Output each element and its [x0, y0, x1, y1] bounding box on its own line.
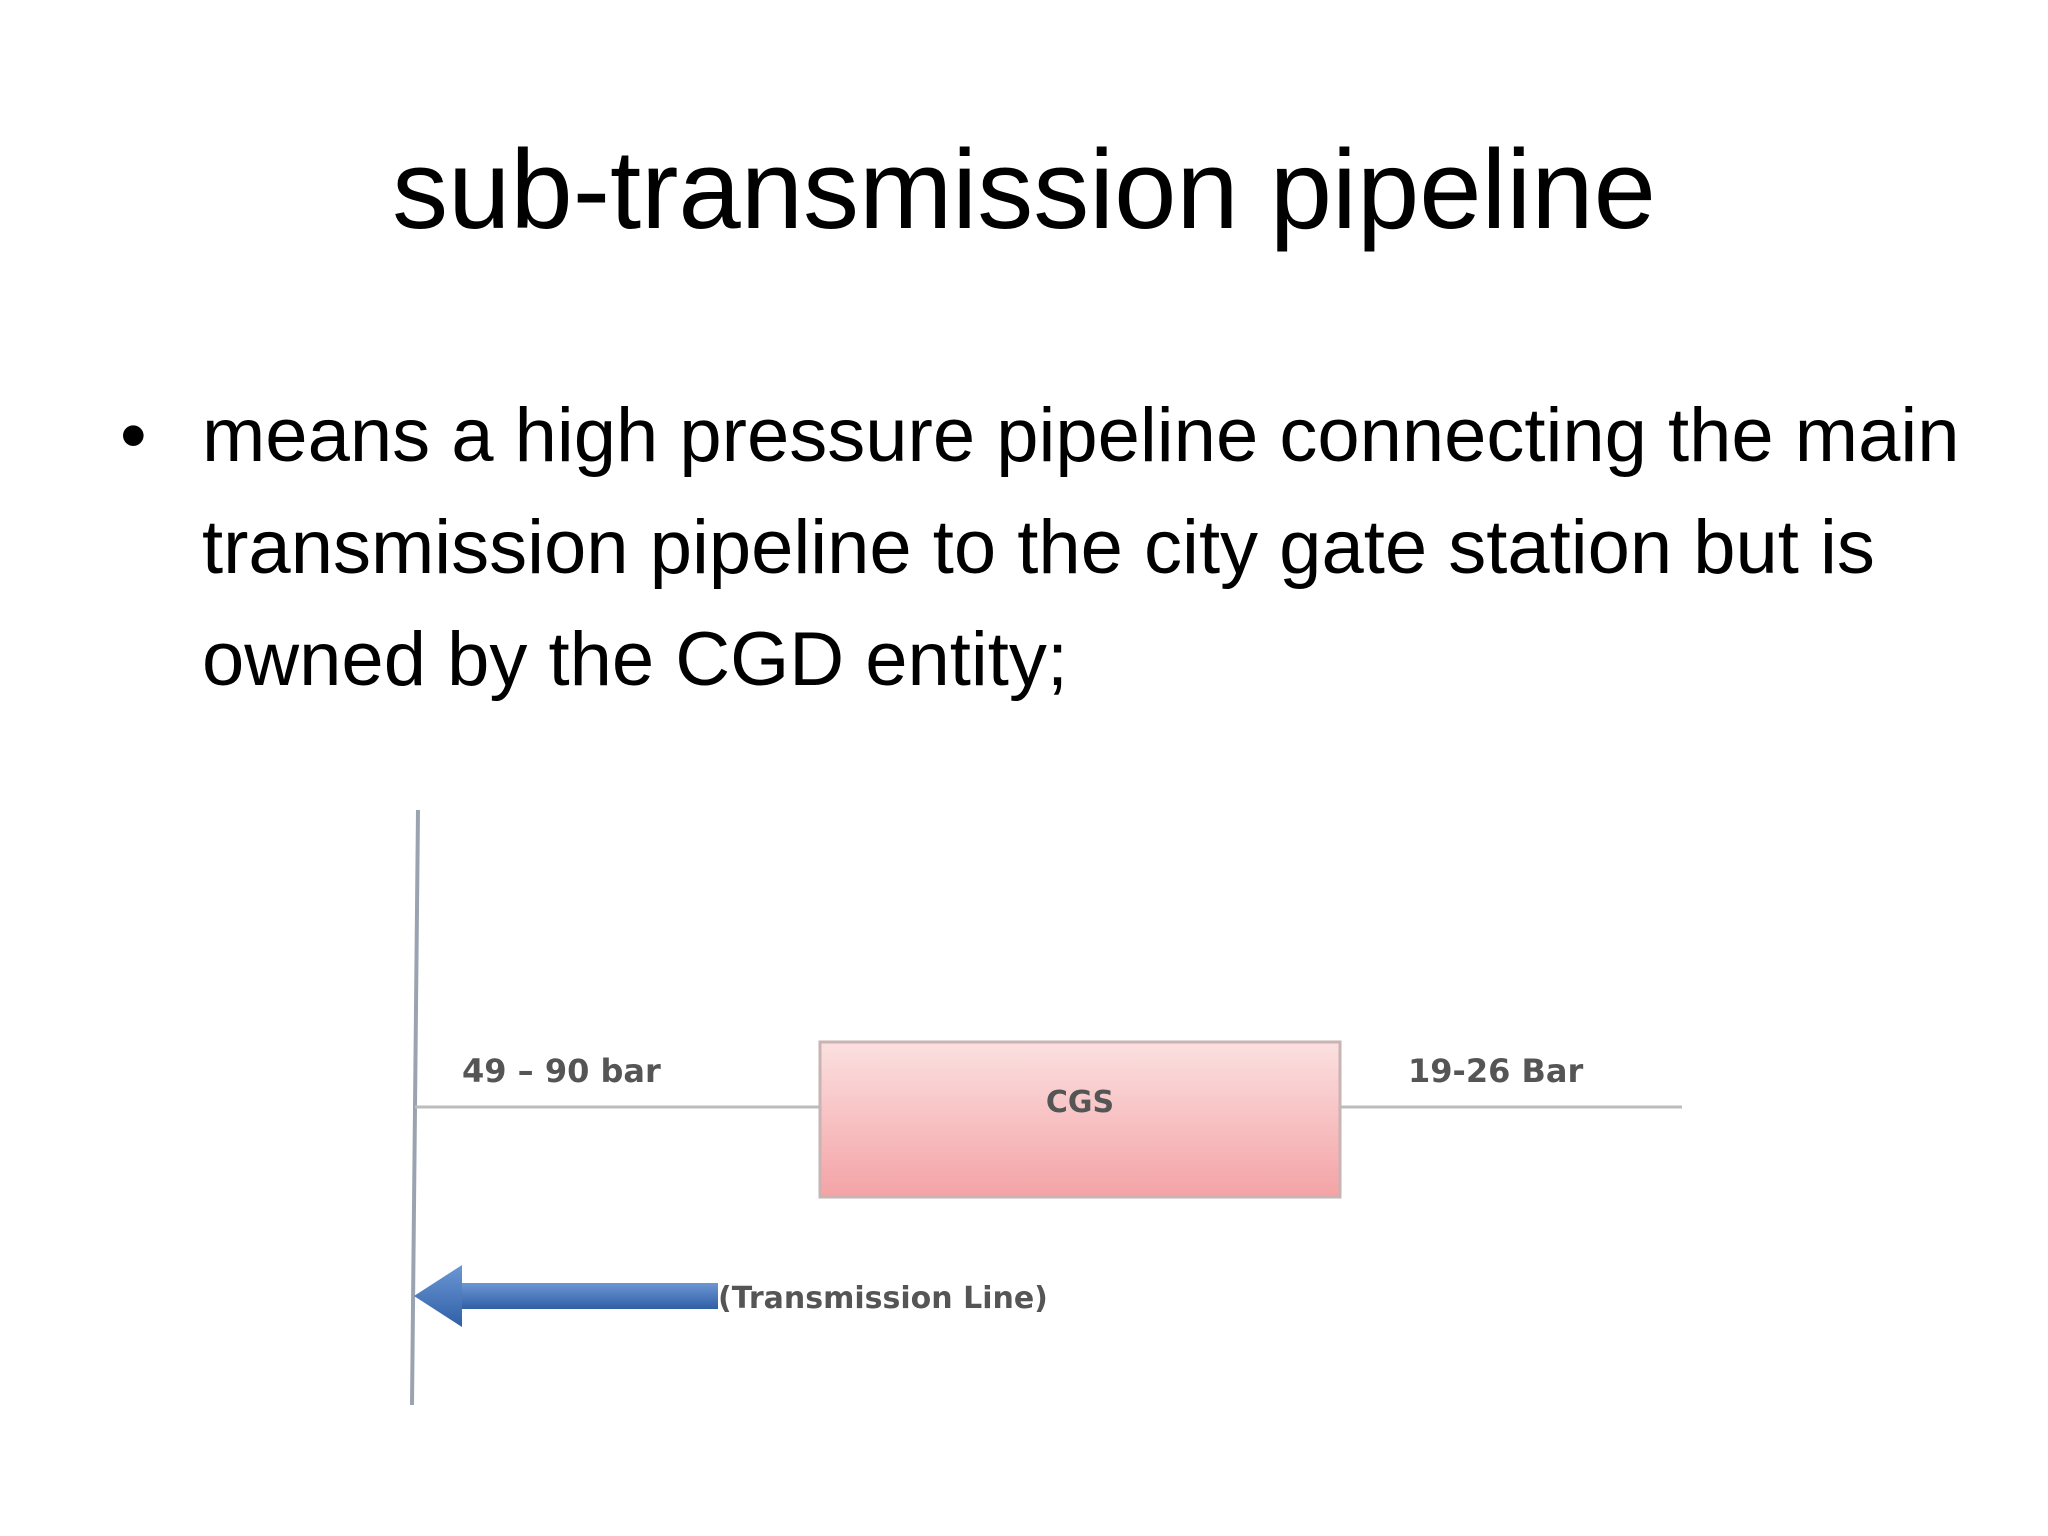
- bullet-text: means a high pressure pipeline connectin…: [202, 393, 1960, 702]
- bullet-list: • means a high pressure pipeline connect…: [120, 380, 1980, 716]
- pipeline-diagram-svg: CGS 49 – 90 bar 19-26 Bar (Transmission …: [410, 809, 1682, 1406]
- transmission-line-label: (Transmission Line): [718, 1281, 1048, 1316]
- station-label: CGS: [1046, 1085, 1114, 1120]
- bullet-dot-icon: •: [120, 393, 147, 478]
- transmission-arrow-icon: [414, 1265, 718, 1327]
- bullet-item: • means a high pressure pipeline connect…: [120, 380, 1980, 716]
- inlet-pressure-label: 49 – 90 bar: [462, 1052, 661, 1090]
- outlet-pressure-label: 19-26 Bar: [1408, 1052, 1583, 1090]
- pipeline-diagram: CGS 49 – 90 bar 19-26 Bar (Transmission …: [400, 805, 1700, 1425]
- cgs-station-box: [818, 1040, 1342, 1199]
- slide-title: sub-transmission pipeline: [392, 127, 1656, 252]
